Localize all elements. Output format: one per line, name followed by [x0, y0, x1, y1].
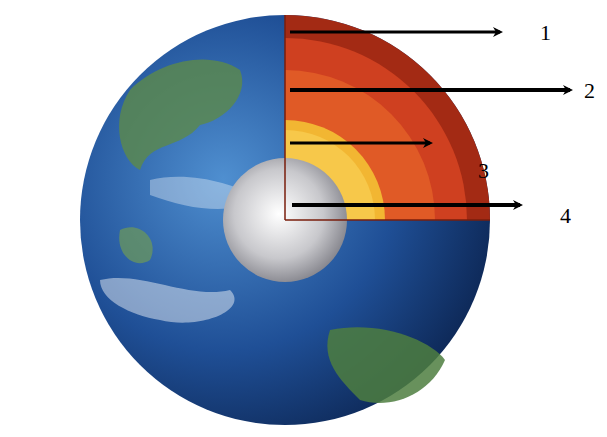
globe [80, 15, 490, 425]
leader-arrow [292, 203, 520, 207]
clouds [100, 278, 235, 323]
land [119, 227, 152, 263]
leader-arrow [290, 88, 570, 92]
land [327, 327, 445, 403]
land [119, 60, 242, 170]
callout-number: 2 [584, 80, 595, 102]
cut-edge [285, 15, 490, 220]
callout-number: 3 [478, 160, 489, 182]
callout-number: 4 [560, 205, 571, 227]
crust [80, 15, 490, 425]
leader-arrow [290, 31, 500, 34]
callout-number: 1 [540, 22, 551, 44]
cutaway [80, 15, 490, 425]
leader-arrow [290, 142, 430, 145]
